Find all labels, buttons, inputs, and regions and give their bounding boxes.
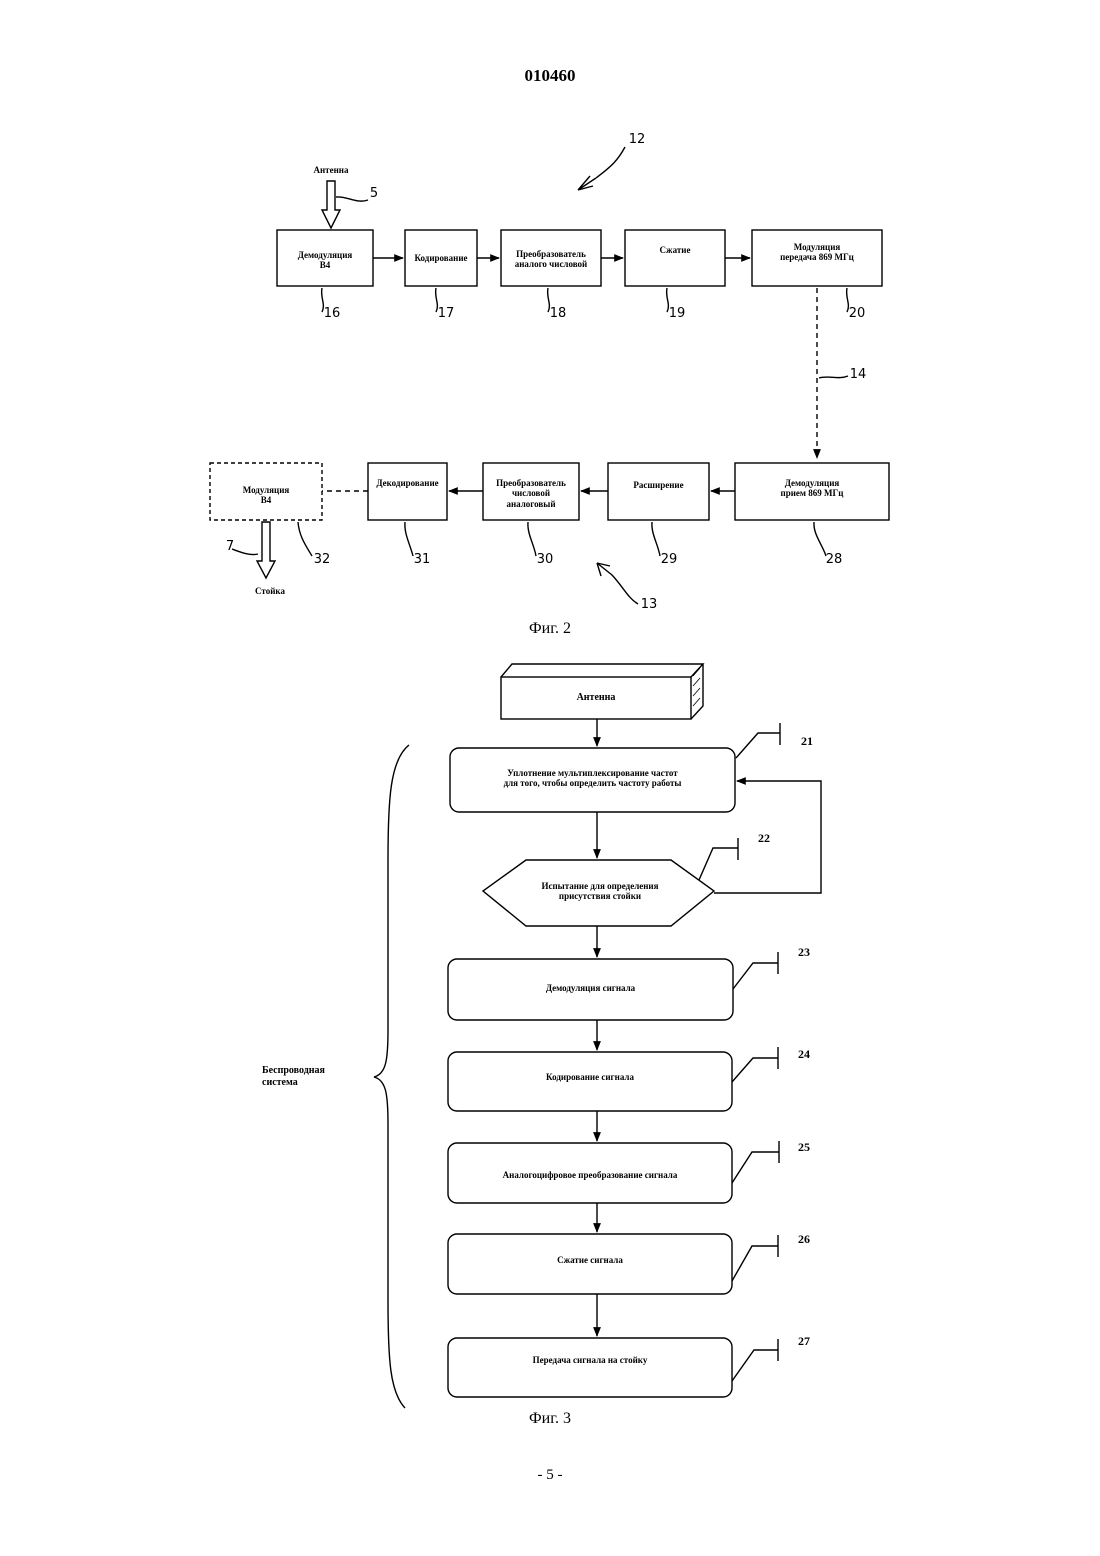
- fig2-ref-29: 29: [657, 553, 681, 568]
- fig3-step-25-label: Аналогоцифровое преобразование сигнала: [448, 1170, 732, 1180]
- fig2-leader-29: [652, 522, 660, 556]
- fig2-ref-32: 32: [310, 553, 334, 568]
- fig3-step-27-label: Передача сигнала на стойку: [448, 1355, 732, 1365]
- fig2-caption: Фиг. 2: [490, 620, 610, 638]
- fig3-leader-26: [732, 1235, 778, 1281]
- fig3-leader-23: [733, 952, 778, 989]
- fig3-ref-22: 22: [752, 832, 776, 846]
- fig2-leader-28: [814, 522, 826, 556]
- page-footer: - 5 -: [500, 1467, 600, 1484]
- fig3-system-label: Беспроводная система: [262, 1065, 362, 1088]
- fig3-ref-23: 23: [792, 946, 816, 960]
- fig2-block-19: [625, 230, 725, 286]
- fig2-block-31: [368, 463, 447, 520]
- fig3-step-24-label: Кодирование сигнала: [448, 1072, 732, 1082]
- fig2-ref-12: 12: [625, 133, 649, 148]
- fig2-ref-30: 30: [533, 553, 557, 568]
- page-header: 010460: [500, 66, 600, 86]
- fig2-ref-13: 13: [637, 598, 661, 613]
- fig3-ref-24: 24: [792, 1048, 816, 1062]
- fig2-block-18-label: Преобразователь аналого числовой: [497, 249, 605, 270]
- fig2-ref-19: 19: [665, 307, 689, 322]
- fig2-ref-20: 20: [845, 307, 869, 322]
- fig2-ref-16: 16: [320, 307, 344, 322]
- fig3-step-27: [448, 1338, 732, 1397]
- fig2-rack-arrow: [257, 522, 275, 578]
- fig2-pointer-12: [596, 147, 625, 178]
- fig3-leader-25: [732, 1141, 779, 1183]
- fig2-leader-32: [298, 522, 312, 556]
- fig3-leader-24: [732, 1047, 778, 1082]
- fig2-antenna-label: Антенна: [296, 165, 366, 175]
- fig3-ref-25: 25: [792, 1141, 816, 1155]
- fig2-block-20-label: Модуляция передача 869 МГц: [752, 242, 882, 263]
- fig2-ref-31: 31: [410, 553, 434, 568]
- fig3-step-26-label: Сжатие сигнала: [448, 1255, 732, 1265]
- fig3-step-23-label: Демодуляция сигнала: [448, 983, 733, 993]
- fig3-step-22-label: Испытание для определения присутствия ст…: [515, 881, 685, 902]
- fig2-block-17-label: Кодирование: [400, 253, 482, 263]
- fig2-block-32-label: Модуляция В4: [210, 485, 322, 506]
- fig2-leader-31: [405, 522, 413, 556]
- fig2-block-31-label: Декодирование: [368, 478, 447, 488]
- fig2-ref-14: 14: [846, 368, 870, 383]
- fig2-diagram: [210, 147, 889, 604]
- fig3-antenna-label: Антенна: [501, 692, 691, 704]
- fig2-rack-label: Стойка: [240, 586, 300, 596]
- fig2-ref-17: 17: [434, 307, 458, 322]
- fig2-ref-28: 28: [822, 553, 846, 568]
- fig2-block-30-label: Преобразователь числовой аналоговый: [483, 478, 579, 509]
- fig2-block-16-label: Демодуляция В4: [277, 250, 373, 271]
- fig2-leader-5: [336, 197, 368, 201]
- fig3-step-21-label: Уплотнение мультиплексирование частот дл…: [450, 768, 735, 789]
- fig3-leader-21: [736, 723, 780, 758]
- fig3-leader-27: [732, 1339, 778, 1381]
- fig2-pointer-13: [597, 563, 638, 604]
- fig3-caption: Фиг. 3: [490, 1410, 610, 1428]
- fig2-ref-7: 7: [222, 540, 238, 555]
- fig2-leader-14: [819, 376, 848, 378]
- fig2-leader-30: [528, 522, 536, 556]
- fig2-block-28-label: Демодуляция прием 869 МГц: [735, 478, 889, 499]
- fig3-ref-27: 27: [792, 1335, 816, 1349]
- fig2-block-29-label: Расширение: [608, 480, 709, 490]
- fig2-ref-5: 5: [366, 187, 382, 202]
- fig3-ref-21: 21: [795, 735, 819, 749]
- fig3-ref-26: 26: [792, 1233, 816, 1247]
- fig2-ref-18: 18: [546, 307, 570, 322]
- fig2-block-29: [608, 463, 709, 520]
- fig3-leader-22: [699, 838, 738, 880]
- fig2-block-19-label: Сжатие: [625, 245, 725, 255]
- fig3-system-brace: [374, 745, 409, 1408]
- fig2-pointer-12-tip: [578, 176, 596, 190]
- fig2-antenna-arrow: [322, 181, 340, 228]
